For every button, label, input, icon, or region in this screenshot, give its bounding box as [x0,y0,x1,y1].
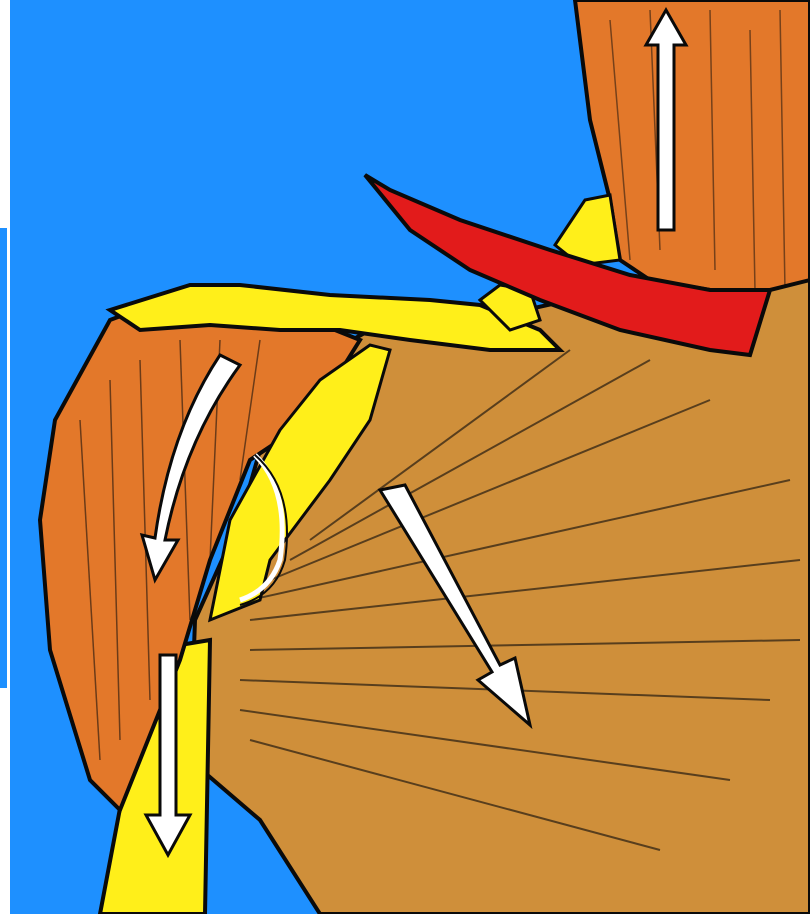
left-edge-bar [0,228,7,688]
anatomy-illustration [10,0,810,914]
